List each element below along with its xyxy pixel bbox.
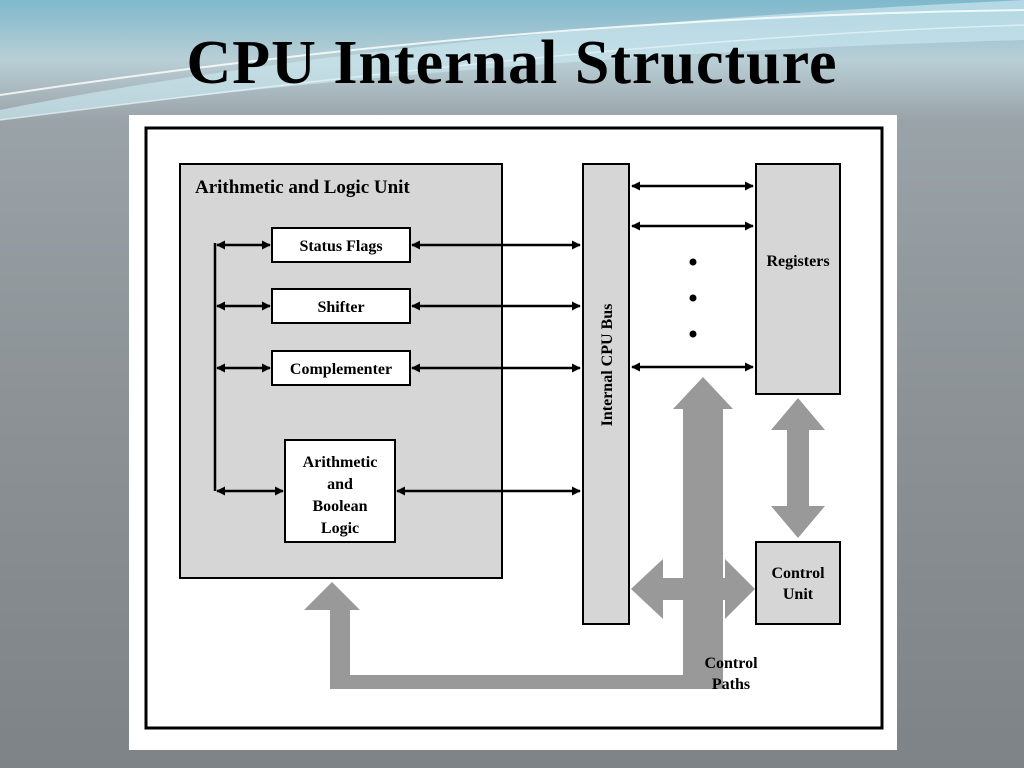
ellipsis-dot-2 (689, 294, 697, 302)
status-flags-box (271, 227, 411, 263)
background-swoosh (0, 0, 1024, 121)
slide-title: CPU Internal Structure (186, 29, 838, 97)
arith-bool-line-2: and (327, 476, 353, 493)
arith-bool-line-1: Arithmetic (303, 454, 378, 471)
cpu-diagram: Arithmetic and Logic Unit Status Flags S… (129, 115, 897, 750)
control-unit-line-1: Control (771, 565, 825, 582)
control-path-main (304, 377, 733, 689)
ellipsis-dot-1 (689, 258, 697, 266)
internal-bus-box (582, 163, 630, 625)
cpu-diagram-svg: Arithmetic and Logic Unit Status Flags S… (144, 126, 884, 730)
arith-bool-line-3: Boolean (312, 498, 367, 515)
complementer-box (271, 350, 411, 386)
alu-label: Arithmetic and Logic Unit (195, 177, 410, 198)
control-unit-line-2: Unit (783, 586, 814, 603)
registers-box (755, 163, 841, 395)
control-unit-box (755, 541, 841, 625)
arith-bool-box (284, 439, 396, 543)
internal-bus-label: Internal CPU Bus (599, 304, 616, 427)
ellipsis-dot-3 (689, 330, 697, 338)
control-paths-line-2: Paths (712, 676, 750, 693)
control-path-horizontal (631, 559, 755, 619)
shifter-box (271, 288, 411, 324)
registers-label: Registers (766, 253, 829, 270)
arith-bool-line-4: Logic (321, 520, 359, 537)
diagram-frame (144, 126, 884, 730)
complementer-label: Complementer (290, 361, 392, 378)
control-path-registers-cu (771, 398, 825, 538)
shifter-label: Shifter (317, 299, 364, 316)
status-flags-label: Status Flags (299, 238, 382, 255)
control-paths-line-1: Control (704, 655, 758, 672)
